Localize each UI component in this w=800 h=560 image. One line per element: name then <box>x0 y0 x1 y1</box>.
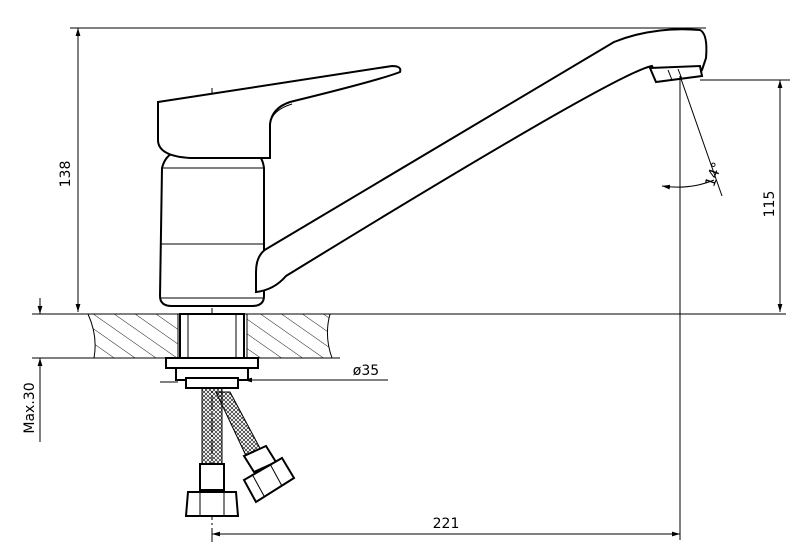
dimension-max-thickness: Max.30 <box>22 298 43 442</box>
dimension-reach: 221 <box>212 516 680 537</box>
diameter-label: ø35 <box>353 363 379 379</box>
countertop <box>32 313 786 359</box>
dimension-height-spout: 115 <box>700 79 790 312</box>
spout <box>255 28 708 294</box>
dimension-angle: 14° <box>661 75 726 540</box>
lever-handle <box>157 64 402 159</box>
max-thickness-label: Max.30 <box>22 382 38 433</box>
angle-label: 14° <box>702 160 726 189</box>
faucet-body <box>158 149 265 307</box>
mounting-shank <box>160 313 259 389</box>
flexible-hoses <box>184 387 296 517</box>
dimension-height-total: 138 <box>58 27 706 312</box>
height-spout-label: 115 <box>762 191 778 218</box>
height-total-label: 138 <box>58 161 74 188</box>
dimension-diameter: ø35 <box>244 363 388 383</box>
reach-label: 221 <box>433 516 460 532</box>
